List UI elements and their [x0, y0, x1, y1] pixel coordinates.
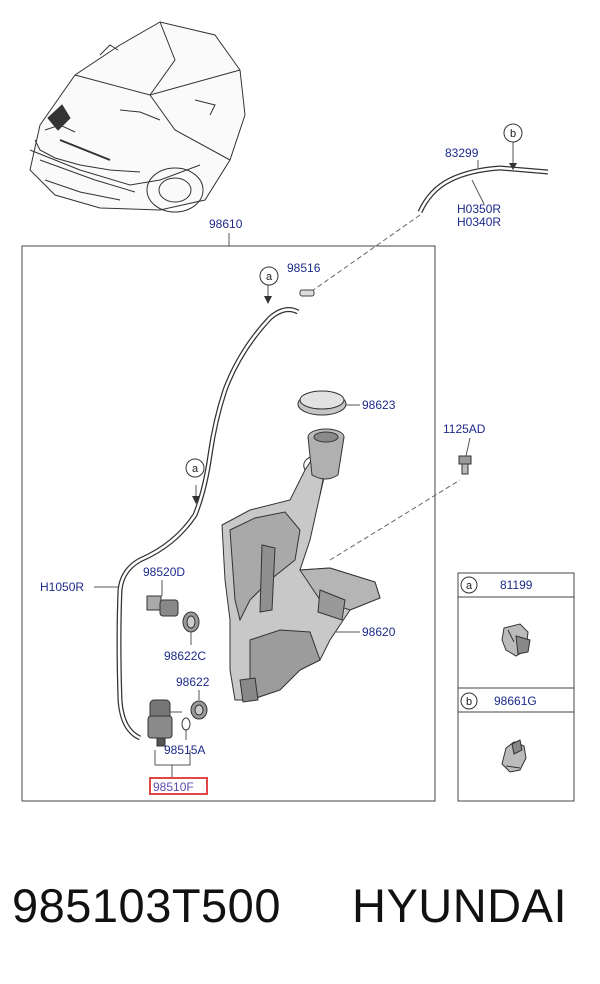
label-1125ad: 1125AD [443, 422, 486, 436]
grommet-98622 [190, 690, 208, 720]
part-number: 985103T500 [12, 879, 281, 932]
footer: 985103T500 HYUNDAI [0, 878, 600, 948]
label-98620: 98620 [362, 625, 396, 639]
callout-a-lower: a [185, 458, 205, 478]
svg-text:a: a [466, 580, 473, 592]
callout-a-legend: a [460, 576, 478, 594]
label-98510f: 98510F [153, 780, 194, 794]
washer-reservoir [221, 428, 381, 703]
label-98516: 98516 [287, 261, 321, 275]
washer-pump-98510f [147, 699, 182, 747]
label-98622c: 98622C [164, 649, 206, 663]
dashed-leader-bolt [329, 479, 461, 561]
svg-text:a: a [192, 463, 199, 475]
label-98623: 98623 [362, 398, 396, 412]
bolt [458, 437, 472, 475]
highlight-box-98510f [149, 777, 208, 795]
svg-text:b: b [510, 128, 516, 140]
label-98661g: 98661G [494, 694, 537, 708]
dashed-leader-hose [301, 214, 421, 299]
label-81199: 81199 [500, 578, 533, 592]
label-83299: 83299 [445, 146, 479, 160]
top-hose [417, 142, 549, 214]
label-98515a: 98515A [164, 743, 205, 757]
grommet-98622c [182, 611, 200, 645]
pump-bracket-lines [154, 750, 191, 778]
svg-text:a: a [266, 271, 273, 283]
brand-name: HYUNDAI [352, 879, 568, 932]
washer-hose [94, 285, 315, 741]
label-h0340r: H0340R [457, 215, 501, 229]
label-h0350r: H0350R [457, 202, 501, 216]
washer-motor-98520d [146, 580, 179, 617]
label-98520d: 98520D [143, 565, 185, 579]
clip-98661g [501, 739, 527, 773]
svg-text:b: b [466, 696, 472, 708]
callout-a-upper: a [259, 266, 279, 286]
legend-panel [457, 572, 575, 802]
seal-98515a [181, 717, 191, 740]
car-illustration [29, 21, 246, 213]
reservoir-cap [297, 390, 360, 416]
clip-81199 [501, 623, 531, 657]
callout-b-top: b [503, 123, 523, 143]
callout-b-legend: b [460, 692, 478, 710]
label-98610: 98610 [209, 217, 243, 231]
label-h1050r: H1050R [40, 580, 84, 594]
label-98622: 98622 [176, 675, 210, 689]
